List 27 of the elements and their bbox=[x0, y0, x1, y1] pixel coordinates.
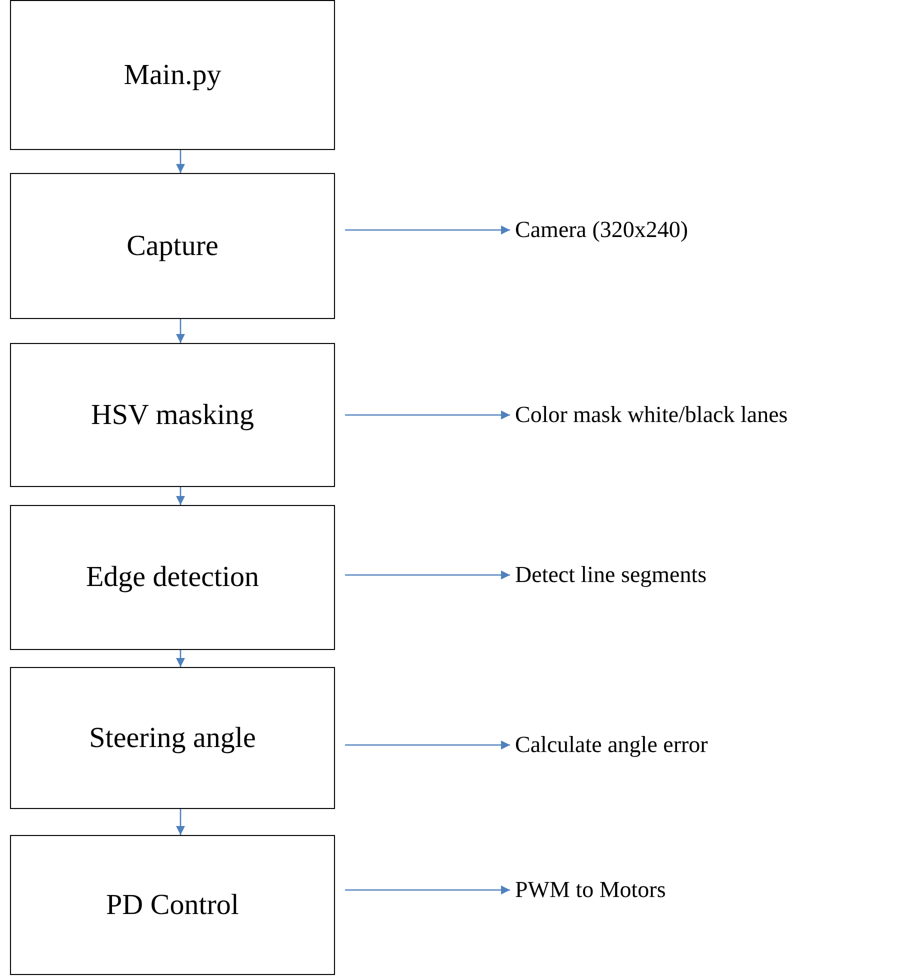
note-text: Camera (320x240) bbox=[515, 217, 688, 243]
process-box bbox=[10, 173, 335, 319]
box-label: Edge detection bbox=[86, 561, 260, 594]
arrow bbox=[176, 809, 185, 835]
process-box bbox=[10, 0, 335, 150]
arrow bbox=[176, 319, 185, 343]
arrow bbox=[176, 650, 185, 667]
box-label: Main.py bbox=[124, 58, 222, 92]
arrow bbox=[345, 886, 510, 894]
arrow bbox=[345, 570, 510, 580]
arrow bbox=[176, 150, 185, 173]
process-box bbox=[10, 505, 335, 650]
arrow bbox=[345, 410, 510, 420]
process-box bbox=[10, 667, 335, 809]
arrow bbox=[345, 740, 510, 750]
box-label: Capture bbox=[126, 230, 218, 262]
process-box bbox=[10, 343, 335, 487]
arrow bbox=[345, 226, 510, 234]
note-text: Detect line segments bbox=[515, 562, 707, 588]
box-label: PD Control bbox=[106, 888, 239, 922]
note-text: Calculate angle error bbox=[515, 732, 708, 758]
process-box bbox=[10, 835, 335, 975]
note-text: Color mask white/black lanes bbox=[515, 402, 788, 428]
arrow bbox=[176, 487, 185, 505]
box-label: HSV masking bbox=[90, 398, 254, 432]
note-text: PWM to Motors bbox=[515, 877, 666, 903]
box-label: Steering angle bbox=[89, 722, 256, 754]
